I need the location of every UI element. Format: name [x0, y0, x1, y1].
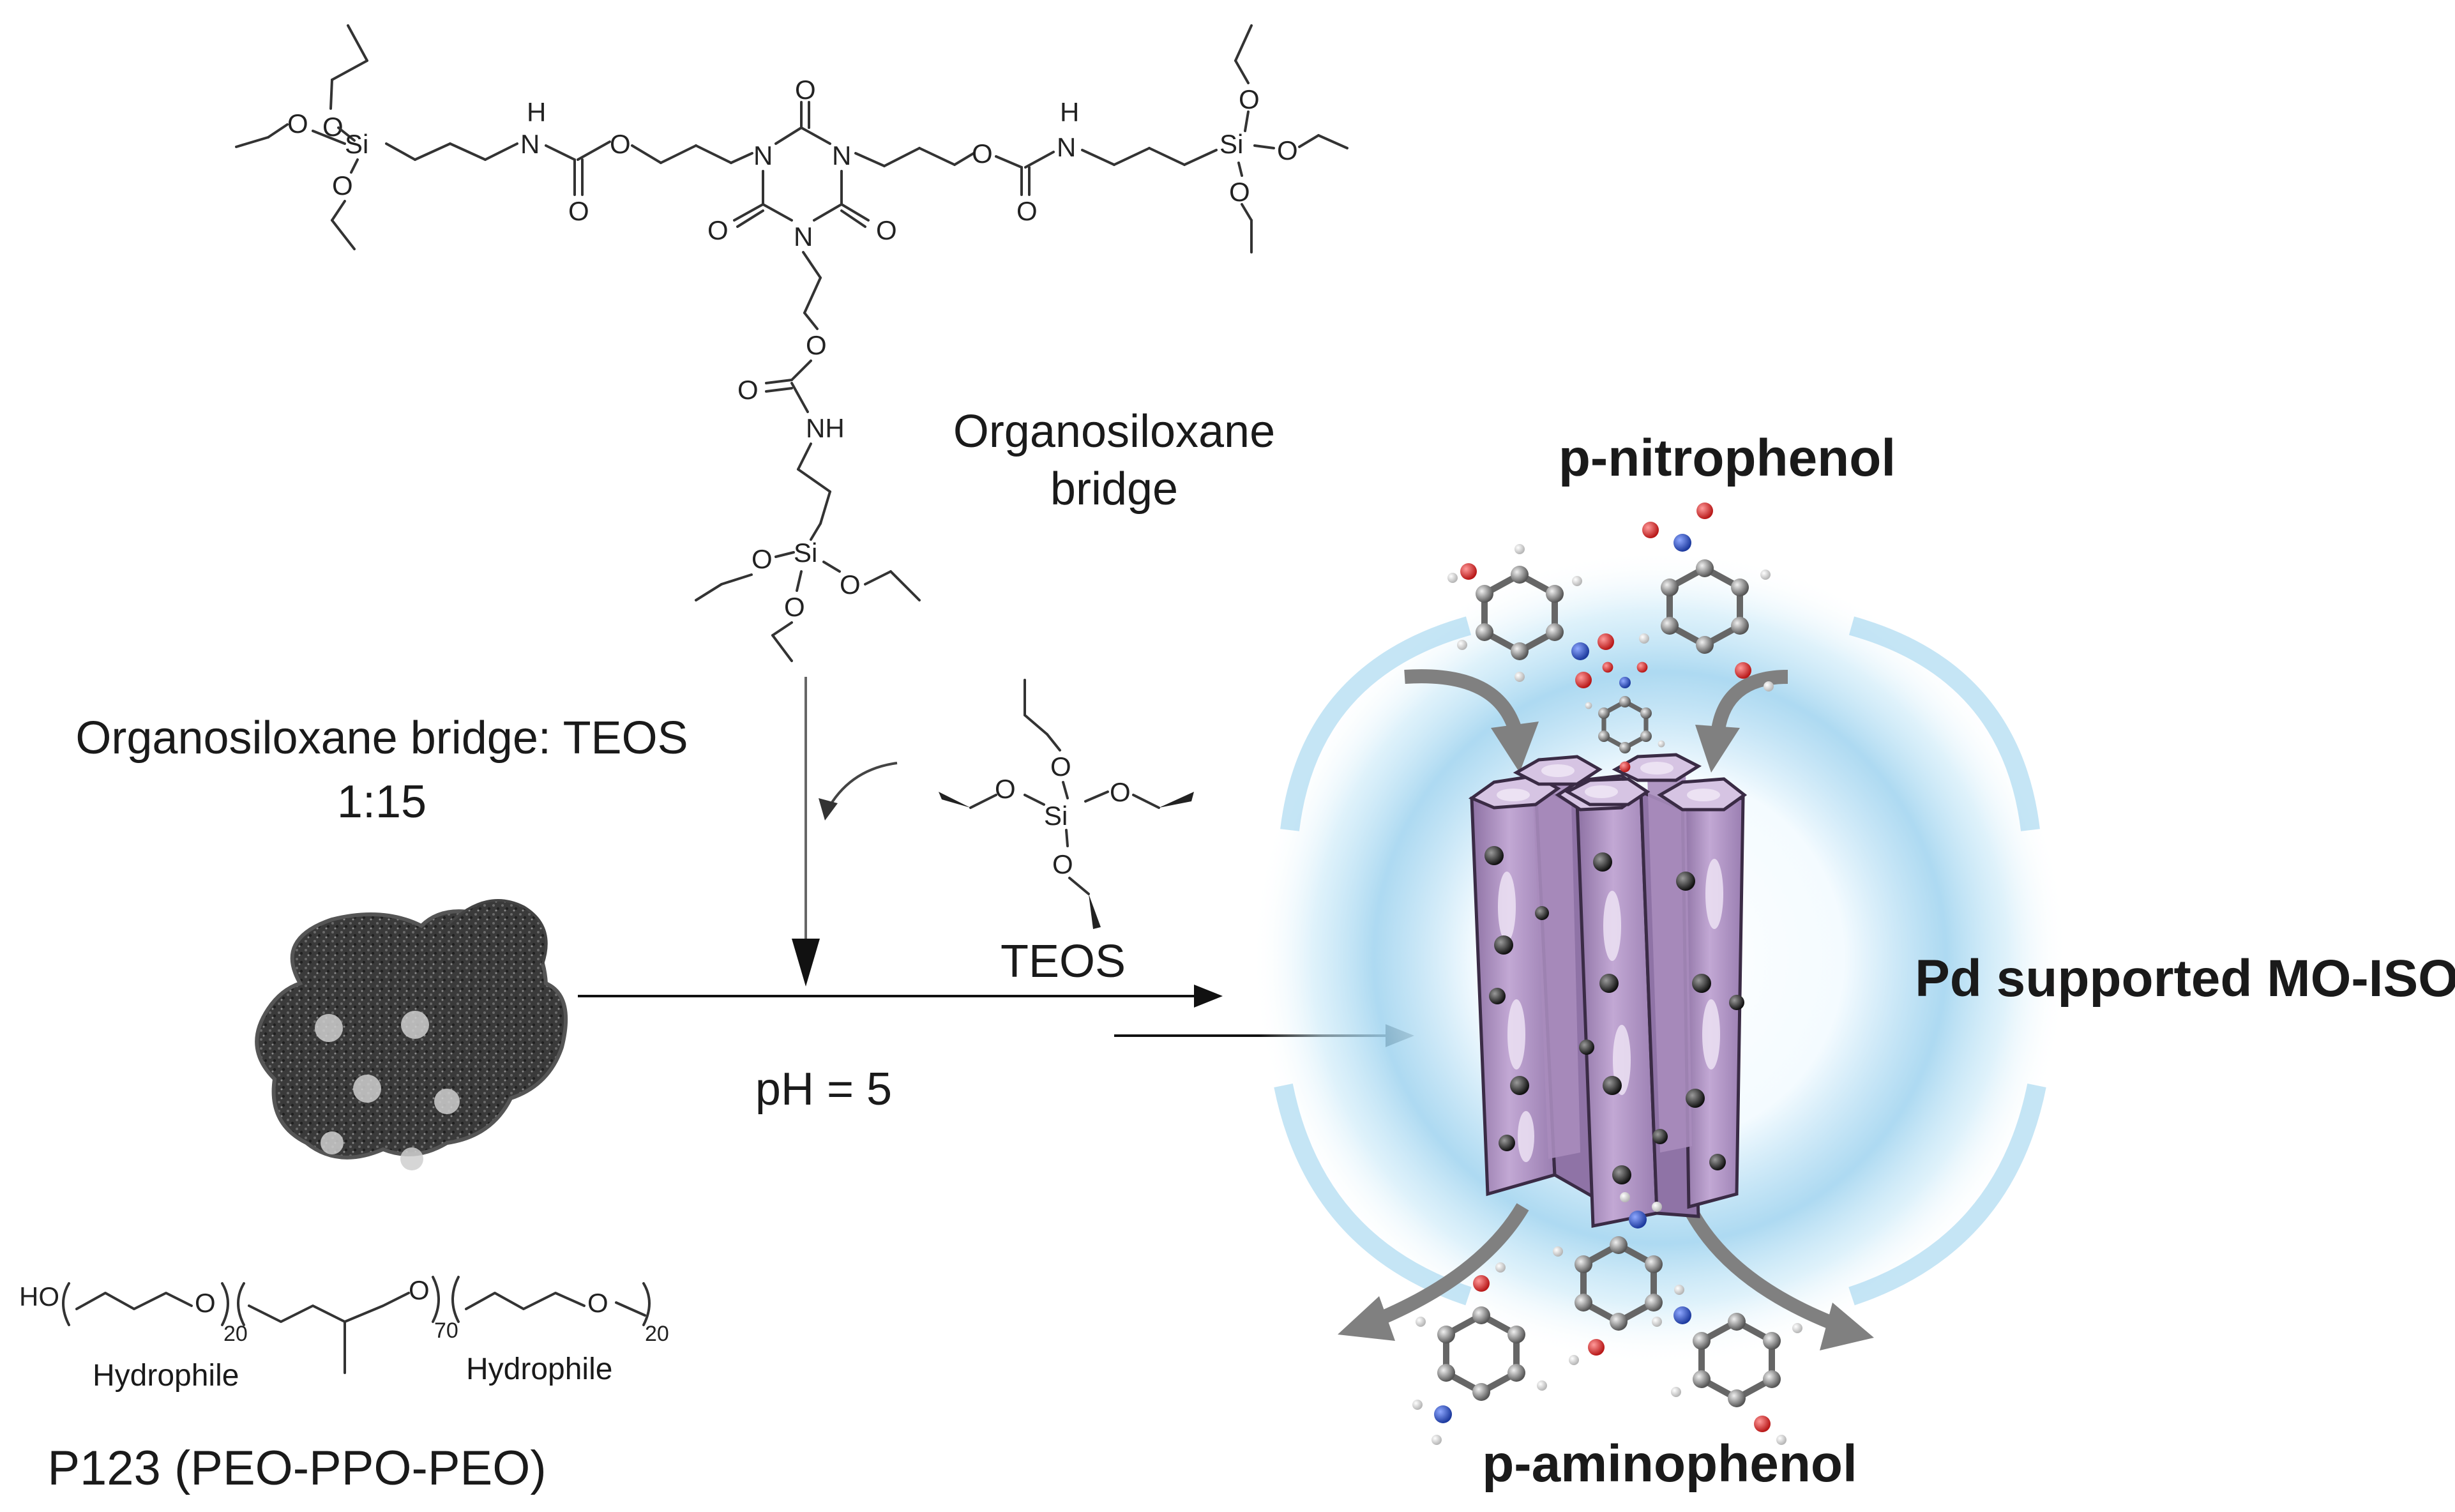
atom-o: O [332, 170, 353, 200]
subscript-20b: 20 [645, 1322, 669, 1346]
atom-o: O [1277, 135, 1298, 165]
atom-si: Si [1220, 129, 1243, 159]
atom-o: O [568, 196, 589, 226]
atom-o: O [795, 75, 816, 105]
atom-o: O [784, 592, 805, 622]
p123-structure: HO O 20 O 70 O 20 [19, 1275, 669, 1374]
organosiloxane-bridge-structure: O Si O O N H O O [235, 24, 1348, 662]
atom-o: O [1110, 777, 1131, 807]
ratio-label-2: 1:15 [337, 776, 427, 828]
p123-label: P123 (PEO-PPO-PEO) [47, 1441, 546, 1495]
atom-o: O [587, 1288, 608, 1318]
atom-n: N [832, 140, 851, 170]
atom-o: O [1239, 84, 1260, 114]
atom-o: O [995, 774, 1016, 804]
p123-micelle-illustration [255, 899, 568, 1170]
aminophenol-molecule-1 [1412, 1262, 1547, 1445]
atom-o: O [195, 1288, 216, 1318]
atom-o: O [876, 215, 897, 245]
p-aminophenol-label: p-aminophenol [1482, 1435, 1857, 1493]
atom-nh: NH [806, 413, 845, 443]
atom-o: O [806, 330, 827, 360]
atom-o: O [1229, 177, 1250, 207]
atom-n: N [520, 129, 540, 159]
organosiloxane-bridge-label-2: bridge [1050, 464, 1178, 515]
atom-o: O [1050, 752, 1071, 782]
atom-n: N [794, 222, 813, 252]
right-arm: O O N H Si O O O [854, 24, 1348, 253]
p-nitrophenol-label: p-nitrophenol [1559, 429, 1896, 487]
atom-o: O [972, 139, 993, 169]
reactant-inflow-arrows [1404, 669, 1788, 773]
atom-si: Si [345, 129, 368, 159]
subscript-70: 70 [434, 1319, 458, 1343]
teos-label: TEOS [1001, 936, 1126, 987]
atom-h: H [527, 97, 546, 127]
pd-supported-mo-iso-label: Pd supported MO-ISO [1915, 949, 2455, 1008]
atom-o: O [610, 129, 631, 159]
atom-o: O [1052, 849, 1073, 879]
ratio-label-1: Organosiloxane bridge: TEOS [75, 713, 688, 764]
product-outflow-arrows [1338, 1197, 1874, 1350]
nitrophenol-molecule-3 [1585, 662, 1665, 773]
hydrophile-label-right: Hydrophile [466, 1352, 612, 1386]
pd-nanoparticles [1484, 846, 1744, 1184]
hydrophile-label-left: Hydrophile [93, 1359, 239, 1393]
down-arm: O O NH Si O O O [695, 251, 921, 662]
atom-o: O [840, 570, 861, 600]
teos-structure: O Si O O O [939, 679, 1194, 929]
atom-h: H [1060, 97, 1079, 127]
atom-o: O [1016, 196, 1038, 226]
atom-o: O [409, 1275, 430, 1305]
ph-label: pH = 5 [755, 1064, 892, 1115]
nitrophenol-molecule-2 [1639, 503, 1774, 692]
atom-o: O [707, 215, 729, 245]
atom-ho: HO [19, 1281, 59, 1312]
organosiloxane-bridge-label-1: Organosiloxane [953, 406, 1275, 457]
atom-si: Si [794, 538, 817, 568]
aminophenol-molecule-2 [1553, 1192, 1684, 1365]
p-nitrophenol-molecules [1447, 503, 1774, 773]
vertical-reaction-arrow [792, 677, 898, 987]
atom-o: O [287, 109, 308, 139]
left-triethoxysilyl-group: O Si O O N H O O [235, 24, 753, 250]
atom-o: O [737, 375, 759, 405]
atom-o: O [752, 544, 773, 574]
atom-si: Si [1044, 801, 1068, 831]
isocyanurate-ring: N O N O O N [707, 75, 897, 252]
mo-iso-hexagonal-rods [1468, 753, 1748, 1228]
atom-n: N [753, 140, 773, 170]
nitrophenol-molecule-1 [1447, 544, 1614, 688]
aminophenol-molecule-3 [1652, 1285, 1802, 1445]
p-aminophenol-molecules [1412, 1192, 1802, 1445]
atom-n: N [1057, 132, 1076, 162]
